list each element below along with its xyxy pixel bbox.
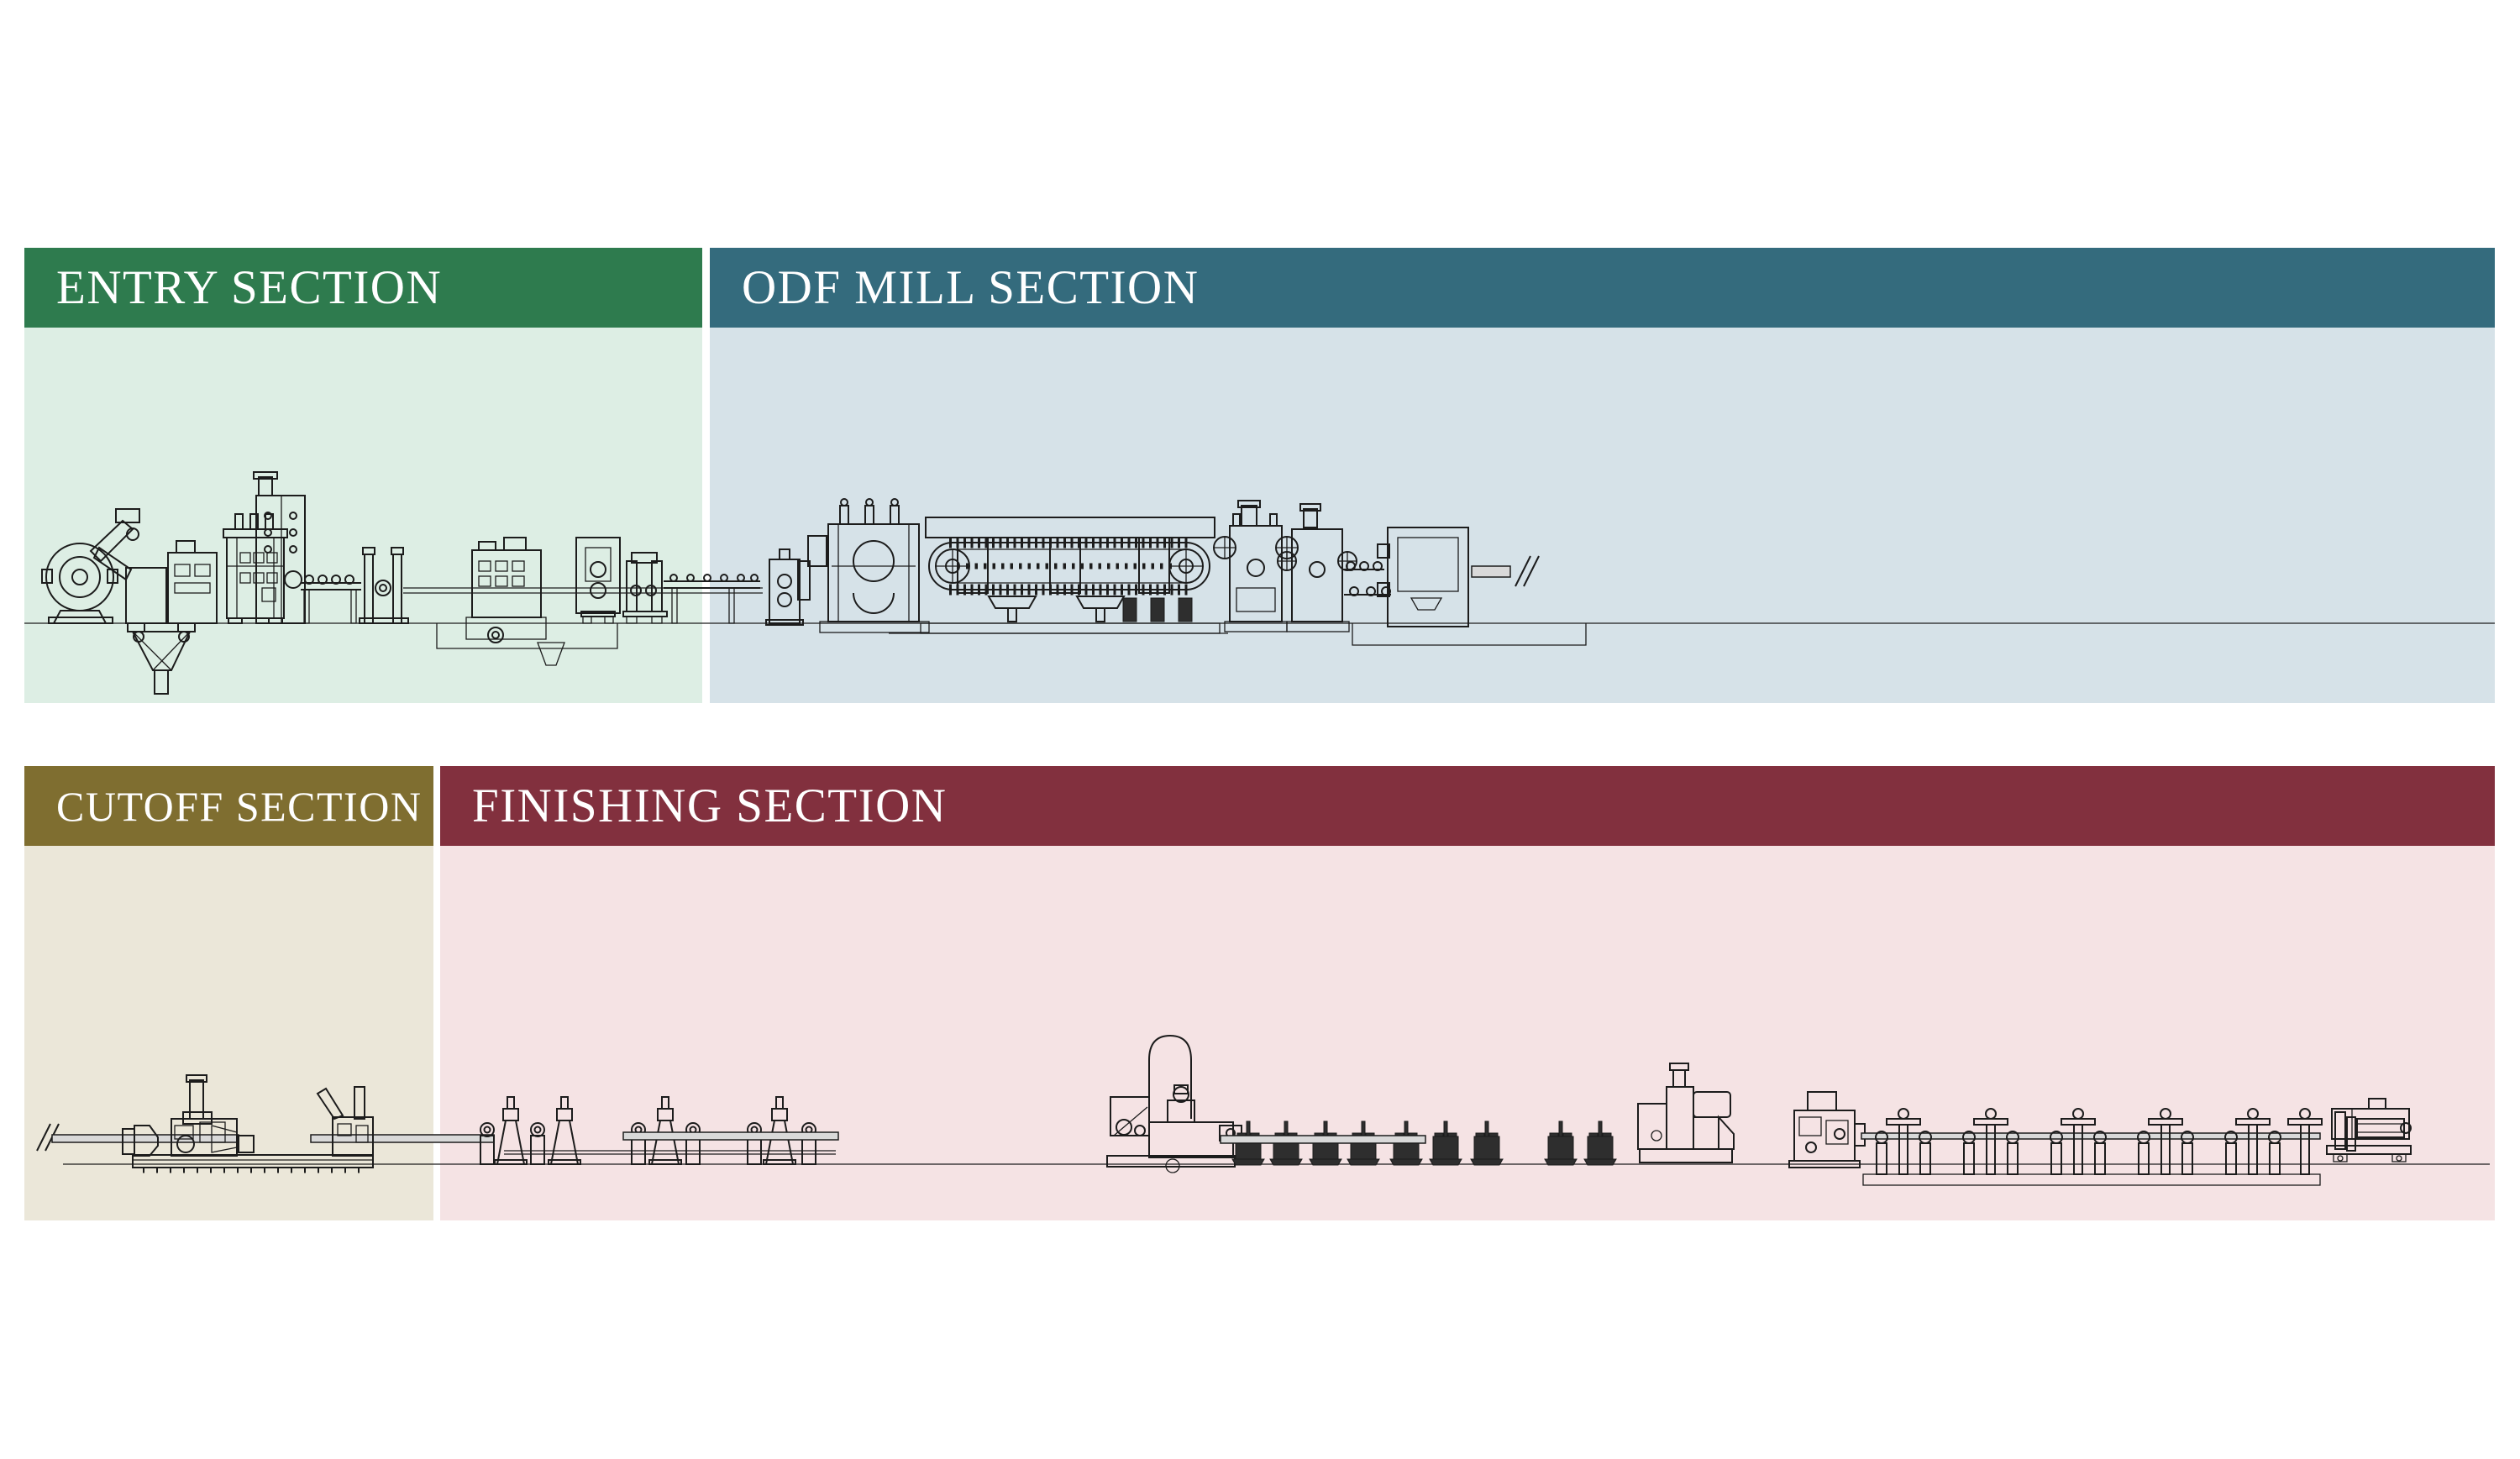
cutoff-section-header: CUTOFF SECTION: [24, 766, 433, 846]
entry-section-background: [24, 328, 702, 703]
cutoff-section-background: [24, 846, 433, 1220]
entry-section-panel: ENTRY SECTION: [24, 248, 702, 703]
finishing-section-background: [440, 846, 2495, 1220]
finishing-section-title: FINISHING SECTION: [472, 779, 948, 832]
odf-mill-section-panel: ODF MILL SECTION: [710, 248, 2495, 703]
finishing-section-panel: FINISHING SECTION: [440, 766, 2495, 1220]
odf-mill-section-title: ODF MILL SECTION: [742, 261, 1200, 314]
odf-mill-section-background: [710, 328, 2495, 703]
cutoff-section-panel: CUTOFF SECTION: [24, 766, 433, 1220]
odf-mill-section-header: ODF MILL SECTION: [710, 248, 2495, 328]
cutoff-section-title: CUTOFF SECTION: [56, 782, 423, 830]
entry-section-header: ENTRY SECTION: [24, 248, 702, 328]
finishing-section-header: FINISHING SECTION: [440, 766, 2495, 846]
entry-section-title: ENTRY SECTION: [56, 261, 443, 314]
